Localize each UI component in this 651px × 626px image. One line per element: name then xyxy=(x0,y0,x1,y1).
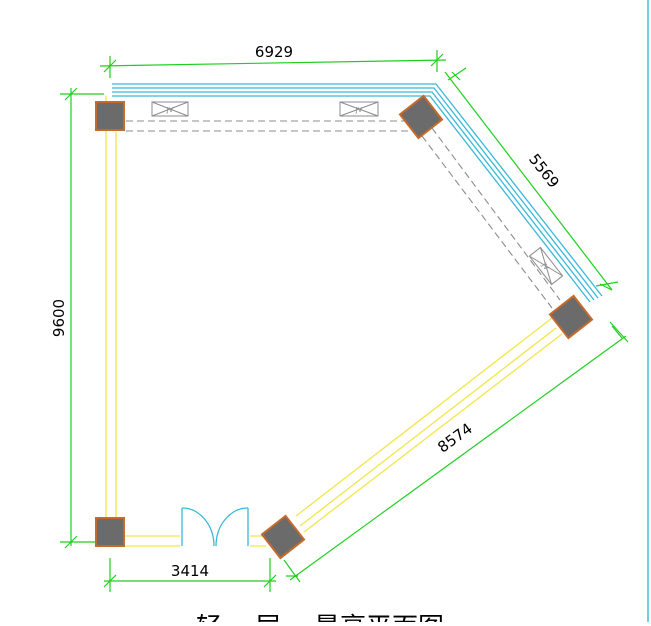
dim-label-left: 9600 xyxy=(50,299,68,337)
beam-symbol-1: JV xyxy=(151,101,189,117)
dim-ext-lr-bottom xyxy=(283,559,301,583)
column-bottom-left xyxy=(95,517,125,547)
dim-label-upper-right: 5569 xyxy=(525,150,563,191)
door-swing-left xyxy=(181,507,215,547)
door-swing-right xyxy=(215,507,249,547)
dim-label-bottom: 3414 xyxy=(171,562,209,580)
beam-symbol-3: JV xyxy=(528,246,564,286)
dim-line-top xyxy=(99,59,447,67)
dim-ext-ur-bottom xyxy=(595,281,619,287)
glass-line-2 xyxy=(112,87,599,299)
double-door xyxy=(181,507,249,547)
dim-tick-top-left xyxy=(103,59,117,73)
glass-line-3 xyxy=(112,91,595,301)
dim-line-upper-right xyxy=(444,71,613,291)
diag-wall-outer xyxy=(299,327,557,527)
dim-tick-top-right xyxy=(430,53,444,67)
glass-line-1 xyxy=(112,83,603,297)
dim-line-lower-right xyxy=(289,335,627,581)
beam-diag-upper xyxy=(431,127,561,301)
beam-symbols: JV JV JV xyxy=(151,101,564,286)
dimension-lines xyxy=(60,50,629,592)
glass-line-4 xyxy=(112,95,591,303)
walls xyxy=(105,96,563,547)
diag-wall-outer-2 xyxy=(303,333,563,533)
dim-tick-left-bottom xyxy=(64,535,78,549)
dimension-labels: 6929 5569 8574 9600 3414 xyxy=(50,43,563,580)
dim-tick-ur-top xyxy=(451,71,461,81)
beam-symbol-2: JV xyxy=(339,101,379,117)
dim-tick-bottom-left xyxy=(103,574,117,588)
column-top-right xyxy=(398,94,444,140)
columns xyxy=(95,94,594,560)
dim-label-lower-right: 8574 xyxy=(434,419,475,456)
dim-ext-lr-top xyxy=(609,321,629,343)
viewport-edge-line xyxy=(647,0,649,622)
beam-symbol-label-3: JV xyxy=(539,261,550,272)
beams xyxy=(126,120,561,309)
dim-tick-ur-bottom xyxy=(599,283,613,291)
dim-ext-ur-top xyxy=(447,67,467,81)
dim-label-top: 6929 xyxy=(255,43,293,61)
dim-tick-lr-top xyxy=(611,325,623,339)
diag-wall-inner xyxy=(295,317,553,517)
column-right xyxy=(548,294,594,340)
dim-tick-bottom-right xyxy=(263,574,277,588)
beam-symbol-label-1: JV xyxy=(166,106,174,114)
beam-symbol-label-2: JV xyxy=(355,106,363,114)
dim-tick-left-top xyxy=(64,87,78,101)
glass-wall xyxy=(112,83,603,303)
column-top-left xyxy=(95,101,125,131)
beam-diag-lower xyxy=(421,135,553,309)
column-bottom-right xyxy=(260,514,306,560)
drawing-caption: 轻... 层... 景亭平面图 xyxy=(196,613,444,622)
